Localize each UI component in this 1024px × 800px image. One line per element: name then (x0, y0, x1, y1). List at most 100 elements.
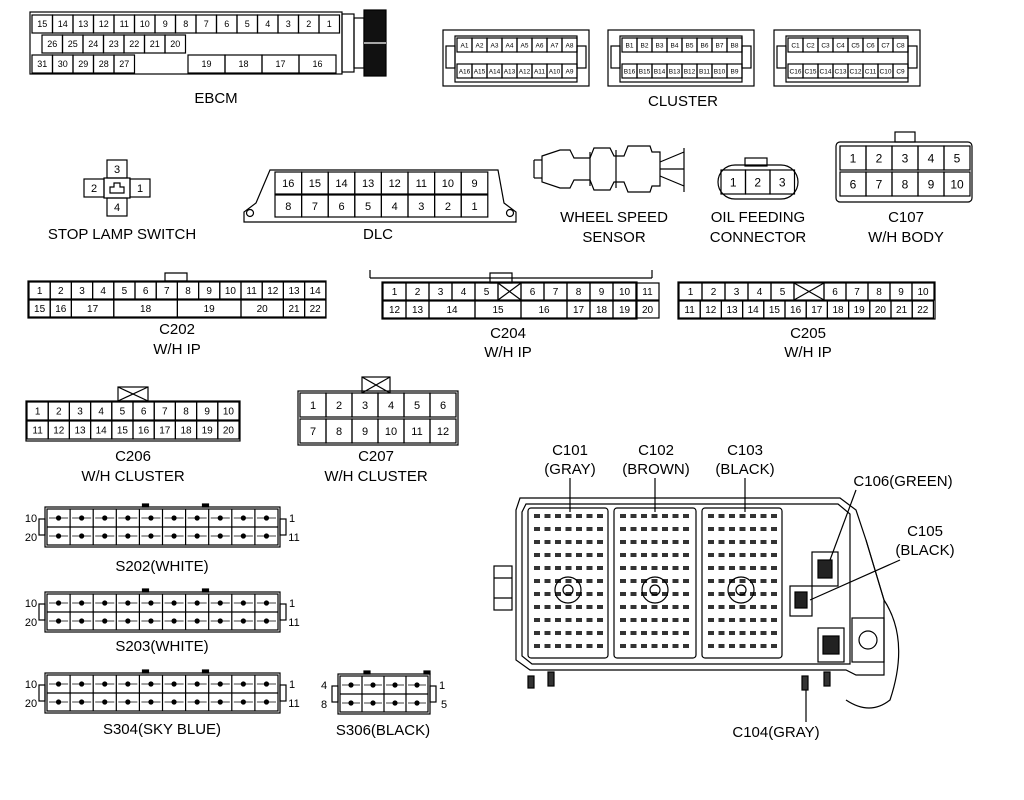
c207-top-cell (429, 392, 457, 418)
c101-section-terminal (544, 592, 551, 596)
c206-top-pin: 7 (162, 407, 168, 418)
c107-top-pin: 2 (876, 151, 883, 165)
ebcm-row2-pin: 25 (68, 39, 78, 49)
ebcm-row2-pin: 22 (129, 39, 139, 49)
c207-bot-pin: 8 (336, 426, 342, 438)
c202-top-pin: 7 (164, 286, 170, 297)
c207-key (361, 376, 391, 394)
c102-section-terminal (620, 527, 626, 531)
wheel-speed-label-1: WHEEL SPEED (560, 209, 668, 226)
c202-top-pin: 4 (100, 286, 106, 297)
c205-top-left-pin: 5 (780, 287, 786, 298)
c207-bot-cell (429, 418, 457, 444)
c103-section-terminal (760, 605, 767, 609)
c204-top-right-pin: 8 (576, 287, 582, 298)
c107-bot-pin: 8 (902, 177, 909, 191)
ebcm-row3a-pin: 28 (99, 59, 109, 69)
c102-section-terminal (641, 566, 647, 570)
c105-label: C105 (907, 523, 943, 540)
c101-section-terminal (555, 592, 561, 596)
c102-section-terminal (683, 631, 689, 635)
c102-section-terminal (651, 592, 658, 596)
c101-section-terminal (576, 527, 582, 531)
s202-notch (201, 503, 210, 508)
cluster-b-bot-pin: B15 (639, 68, 651, 75)
c101-section-terminal (565, 514, 572, 518)
c204-top-left-pin: 4 (461, 287, 467, 298)
c101-section-terminal (544, 631, 551, 635)
c102-section-terminal (662, 553, 668, 557)
c202-top-cell (304, 281, 327, 300)
c102-section-terminal (662, 514, 668, 518)
c204-top-right-pin: 7 (553, 287, 559, 298)
cluster-c-top-pin: C6 (866, 42, 875, 49)
c103-section-terminal (729, 527, 735, 531)
c103-bolt-center (735, 584, 747, 596)
c205-bot-cell (911, 300, 935, 319)
c202-top-pin: 14 (310, 286, 322, 297)
c204-top-left-pin: 2 (415, 287, 421, 298)
c206-top-pin: 9 (204, 407, 210, 418)
c205-bot-pin: 16 (790, 305, 802, 316)
cluster-c-bot-pin: C12 (850, 68, 862, 75)
s304-right-top-label: 1 (289, 679, 295, 691)
cluster-b-side-left (610, 45, 621, 69)
c101-bolt-icon (554, 576, 582, 604)
c107-sublabel: W/H BODY (868, 229, 944, 246)
stop-lamp-key-icon (109, 182, 125, 194)
c101-section-terminal (534, 540, 540, 544)
c101-section-terminal (586, 514, 593, 518)
c101-section-terminal (576, 618, 582, 622)
c103-section-terminal (718, 527, 725, 531)
c102-section-terminal (641, 644, 647, 648)
cluster-c-bot-pin: C16 (790, 68, 802, 75)
s203-left-top-label: 10 (25, 598, 37, 610)
c105-leader (809, 559, 901, 601)
c103-section-terminal (739, 631, 746, 635)
c207-frame (297, 390, 459, 446)
s304-label: S304(SKY BLUE) (103, 721, 221, 738)
c103-section-terminal (760, 644, 767, 648)
c102-section-terminal (672, 631, 679, 635)
c202-top-pin: 13 (288, 286, 300, 297)
c103-section-terminal (771, 540, 777, 544)
cluster-a-bot-pin: A15 (474, 68, 486, 75)
c106-connector-key (817, 559, 833, 579)
cluster-b-top-pin: B8 (731, 42, 739, 49)
stop-lamp-pin: 3 (114, 164, 120, 176)
c107-bot-pin: 10 (950, 177, 964, 191)
dlc-top-pin: 16 (282, 178, 294, 190)
c101-section-terminal (534, 514, 540, 518)
c101-section-terminal (586, 592, 593, 596)
s202-left-bot-label: 20 (25, 532, 37, 544)
c101-section-terminal (544, 644, 551, 648)
ebcm-row1-pin: 1 (327, 19, 332, 29)
c202-label: C202 (159, 321, 195, 338)
c102-section-terminal (651, 540, 658, 544)
c101-section-terminal (534, 553, 540, 557)
c101-section-terminal (586, 527, 593, 531)
c101-section-terminal (586, 566, 593, 570)
c103-section-terminal (718, 540, 725, 544)
cluster-c-top-pin: C4 (836, 42, 845, 49)
wheel-speed-sensor-body (541, 145, 661, 193)
c102-section-terminal (683, 553, 689, 557)
c103-section-terminal (771, 527, 777, 531)
c207-bot-pin: 9 (362, 426, 368, 438)
s202-label: S202(WHITE) (115, 558, 208, 575)
c202-bot-pin: 17 (87, 304, 99, 315)
cluster-a-bot-pin: A14 (489, 68, 501, 75)
stop-lamp-pin: 1 (137, 183, 143, 195)
c101-section-terminal (534, 592, 540, 596)
c204-sublabel: W/H IP (484, 344, 532, 361)
fuse-block-relay-coil (858, 630, 878, 650)
c103-section-terminal (760, 618, 767, 622)
c202-bot-pin: 15 (34, 304, 46, 315)
c102-section-terminal (683, 644, 689, 648)
c103-bolt-icon (727, 576, 755, 604)
ebcm-row1-pin: 15 (37, 19, 47, 29)
c102-section-terminal (641, 527, 647, 531)
c101-section-terminal (555, 553, 561, 557)
wheel-speed-sensor-wire (659, 175, 685, 187)
c207-top-pin: 4 (388, 400, 394, 412)
